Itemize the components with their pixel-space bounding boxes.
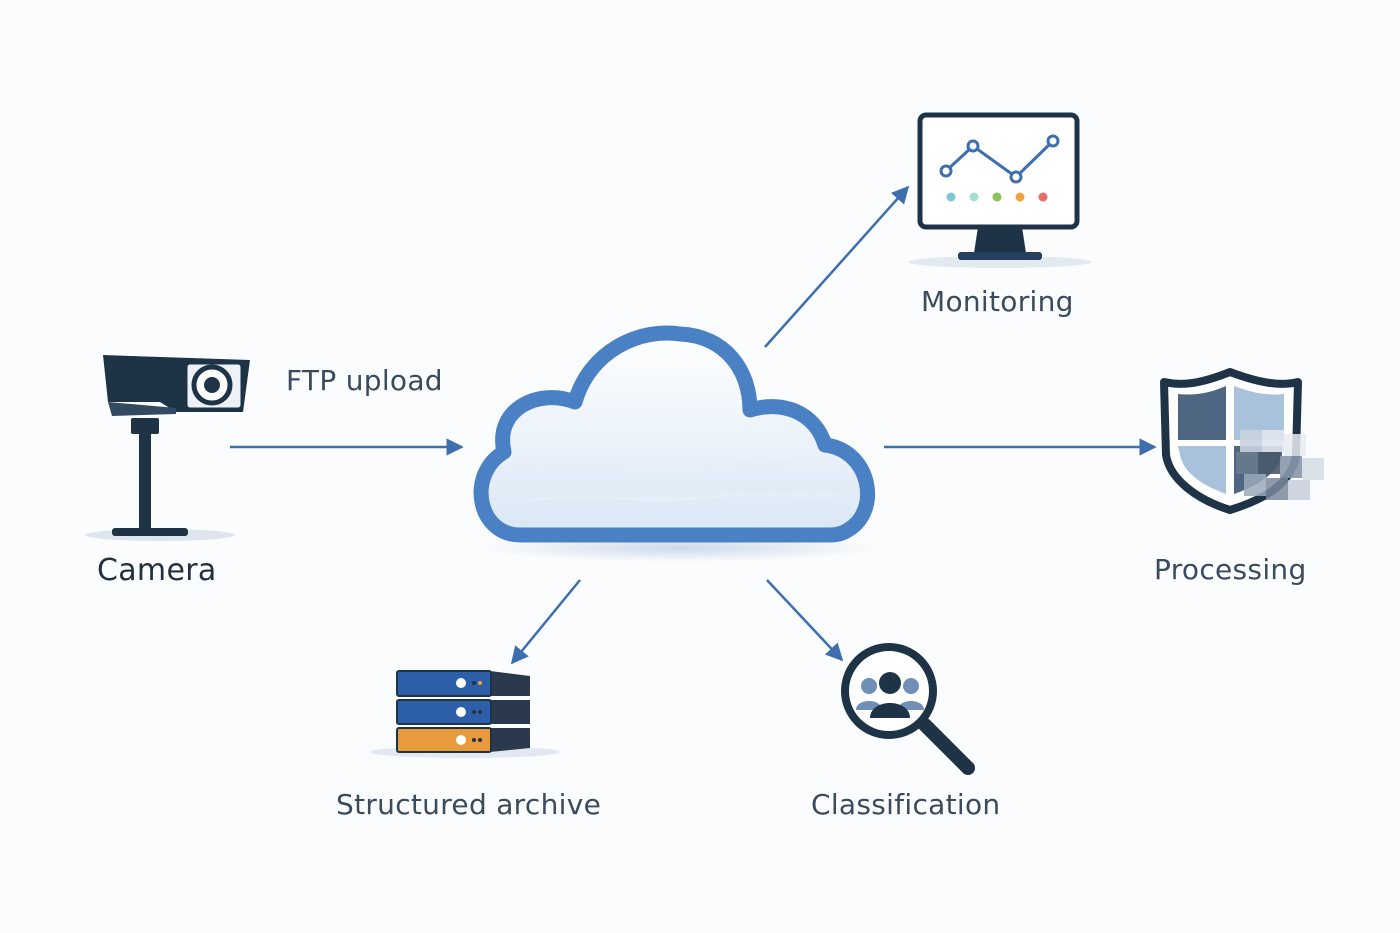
server-stack-icon (370, 670, 560, 758)
shield-pixelated-icon (1160, 368, 1324, 514)
node-label-archive: Structured archive (336, 788, 602, 821)
security-camera-icon (85, 355, 250, 541)
arrow-cloud-to-archive (510, 579, 581, 665)
magnifier-people-icon (841, 643, 975, 775)
monitor-chart-icon (908, 112, 1092, 268)
node-label-classification: Classification (811, 788, 1001, 821)
node-label-monitoring: Monitoring (921, 285, 1074, 318)
arrow-cloud-to-classification (766, 579, 844, 662)
cloud-icon (473, 325, 880, 562)
arrow-cloud-to-monitoring (764, 185, 910, 348)
node-label-processing: Processing (1154, 553, 1307, 586)
edge-label-upload: FTP upload (286, 364, 443, 397)
node-label-camera: Camera (97, 553, 217, 588)
